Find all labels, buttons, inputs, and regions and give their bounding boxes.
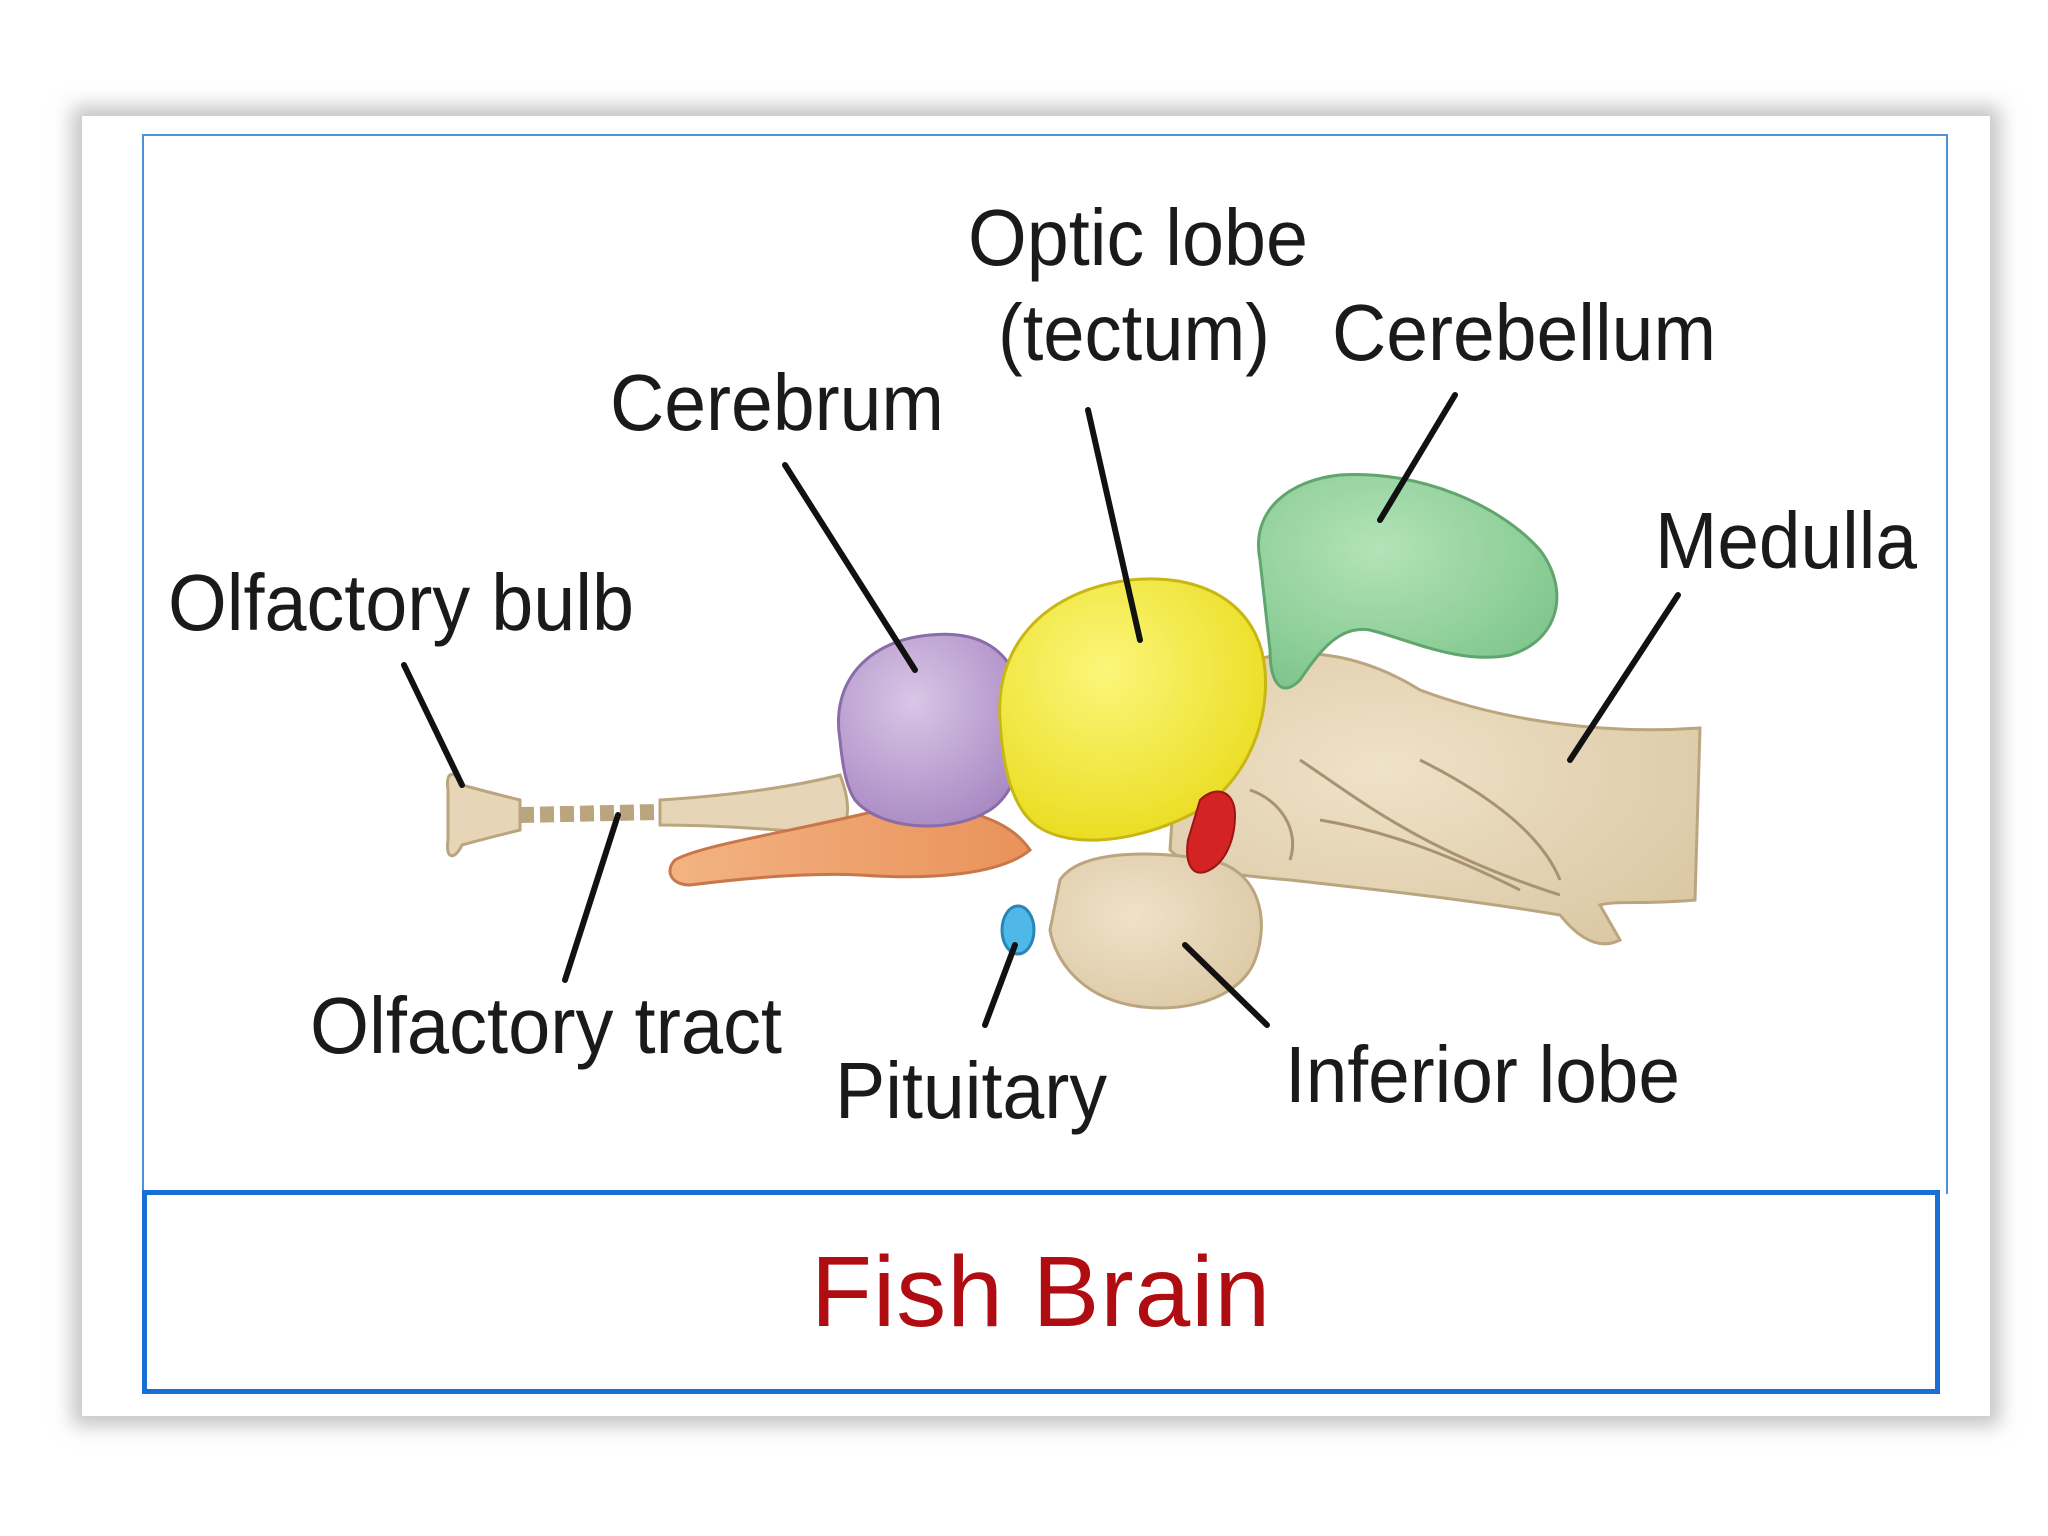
pituitary-shape (1000, 904, 1036, 956)
medulla-detail (1249, 758, 1562, 897)
label-olfactory-tract: Olfactory tract (310, 981, 782, 1070)
leader-olfactory-tract (562, 812, 621, 983)
leader-medulla (1567, 592, 1681, 763)
leader-pituitary (982, 942, 1018, 1028)
leader-optic-lobe (1085, 407, 1143, 643)
caption-box: Fish Brain (142, 1190, 1940, 1394)
leader-olfactory-bulb (401, 662, 465, 788)
label-optic-lobe: Optic lobe (968, 193, 1308, 282)
cerebellum-shape (1257, 473, 1559, 690)
medulla-shape (1168, 652, 1702, 946)
label-olfactory-bulb: Olfactory bulb (168, 558, 634, 647)
label-pituitary: Pituitary (835, 1046, 1107, 1135)
label-inferior-lobe: Inferior lobe (1285, 1030, 1680, 1119)
label-tectum: (tectum) (998, 288, 1270, 377)
olfactory-bulb-shape (445, 772, 522, 858)
diagram-caption: Fish Brain (810, 1235, 1272, 1348)
label-cerebellum: Cerebellum (1332, 288, 1716, 377)
red-body-shape (1186, 790, 1237, 874)
label-medulla: Medulla (1655, 496, 1917, 585)
optic-lobe-shape (998, 577, 1268, 842)
olfactory-nerve-dashed (519, 804, 661, 823)
leader-cerebellum (1377, 392, 1458, 523)
leader-inferior-lobe (1182, 942, 1270, 1028)
olfactory-tract-upper (658, 773, 849, 837)
label-cerebrum: Cerebrum (610, 358, 944, 447)
leader-cerebrum (782, 462, 918, 673)
cerebrum-shape (837, 632, 1026, 828)
